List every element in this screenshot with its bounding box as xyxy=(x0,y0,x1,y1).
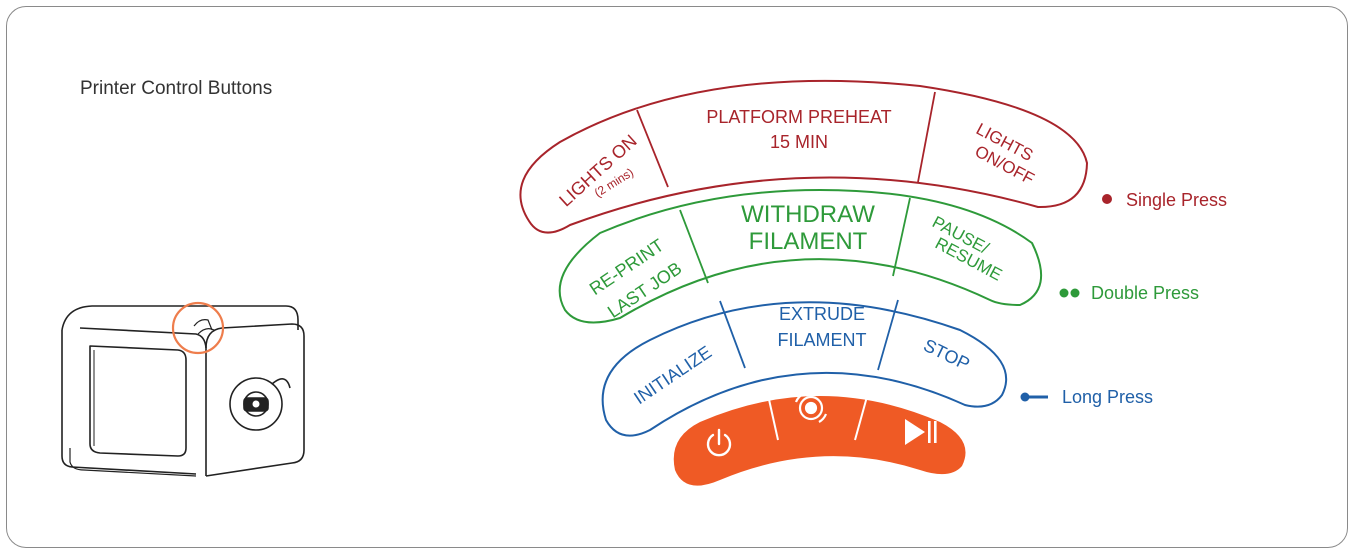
long-left-line1: INITIALIZE xyxy=(630,342,715,408)
long-right-line1: STOP xyxy=(920,335,973,374)
play-pause-button[interactable] xyxy=(905,419,937,445)
physical-buttons xyxy=(673,392,966,486)
nozzle-button[interactable] xyxy=(794,393,828,423)
legend-double-press: Double Press xyxy=(1059,283,1199,303)
double-mid-line1: WITHDRAW xyxy=(741,201,875,228)
power-button[interactable] xyxy=(706,428,732,457)
legend-single-press-label: Single Press xyxy=(1126,190,1227,210)
single-mid-line1: PLATFORM PREHEAT xyxy=(706,107,891,127)
long-mid-line1: EXTRUDE xyxy=(779,304,865,324)
button-location-highlight xyxy=(171,301,225,355)
play-pause-icon xyxy=(905,419,937,445)
diagram-title: Printer Control Buttons xyxy=(80,78,273,99)
legend-double-press-label: Double Press xyxy=(1091,283,1199,303)
printer-illustration xyxy=(61,305,305,477)
nozzle-icon xyxy=(794,393,828,423)
panel-frame xyxy=(6,6,1348,548)
single-mid-line2: 15 MIN xyxy=(770,132,828,152)
double-dot-icon-2 xyxy=(1070,288,1080,298)
legend-single-press: Single Press xyxy=(1102,190,1227,210)
double-dot-icon-1 xyxy=(1059,288,1069,298)
single-dot-icon xyxy=(1102,194,1112,204)
legend-long-press-label: Long Press xyxy=(1062,387,1153,407)
legend-long-press: Long Press xyxy=(1020,387,1153,407)
double-mid-line2: FILAMENT xyxy=(749,228,868,255)
power-icon xyxy=(706,428,732,457)
long-mid-line2: FILAMENT xyxy=(777,330,866,350)
